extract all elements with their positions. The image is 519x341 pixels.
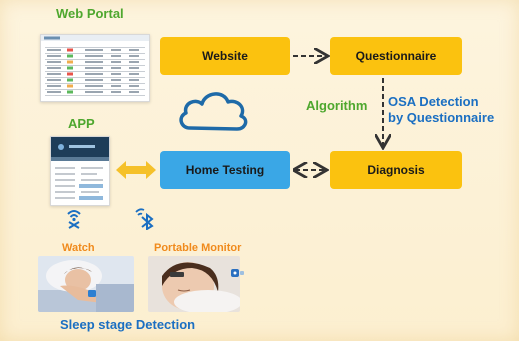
wireless-signal-icon	[64, 208, 84, 230]
watch-label: Watch	[62, 242, 95, 254]
osa-label-line-2: by Questionnaire	[388, 110, 495, 125]
diagnosis-node: Diagnosis	[330, 151, 462, 189]
home-testing-node: Home Testing	[160, 151, 290, 189]
monitor-device-icon	[231, 268, 245, 278]
app-screenshot	[50, 136, 110, 206]
app-title: APP	[68, 116, 95, 131]
app-home-testing-arrow	[116, 161, 156, 179]
sleeping-person-watch-photo	[38, 256, 134, 312]
bluetooth-icon	[134, 206, 156, 230]
web-portal-title: Web Portal	[56, 6, 124, 21]
osa-label-line-1: OSA Detection	[388, 94, 479, 109]
questionnaire-node: Questionnaire	[330, 37, 462, 75]
algorithm-label: Algorithm	[306, 98, 368, 113]
website-node: Website	[160, 37, 290, 75]
cloud-icon	[174, 84, 252, 136]
sleeping-person-monitor-photo	[148, 256, 240, 312]
portable-monitor-label: Portable Monitor	[154, 242, 242, 254]
web-portal-screenshot	[40, 34, 150, 102]
osa-detection-label: OSA Detection by Questionnaire	[388, 94, 494, 126]
sleep-stage-detection-label: Sleep stage Detection	[60, 317, 196, 332]
